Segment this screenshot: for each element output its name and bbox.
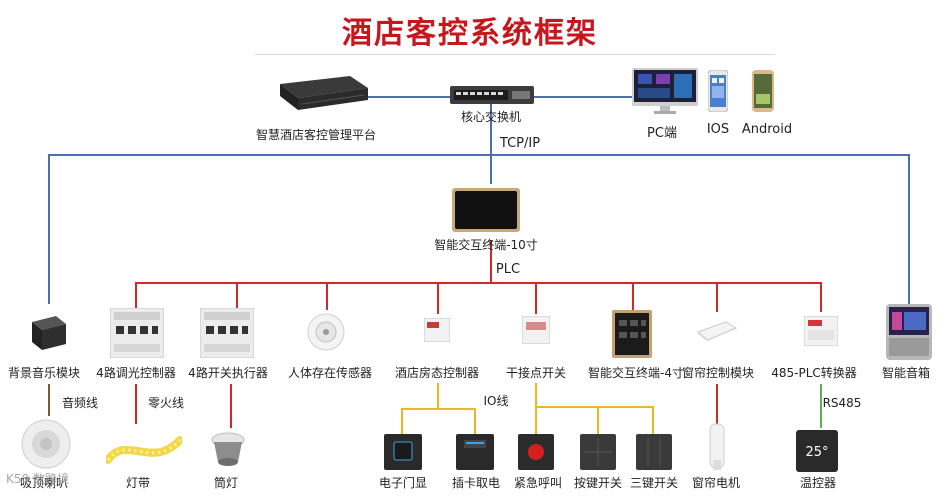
plc-drop-sensor (326, 282, 328, 310)
light-strip-icon (106, 436, 182, 464)
link-network-speaker (908, 154, 910, 304)
bottom-label-three-key: 三键开关 (629, 476, 679, 490)
presence-sensor-icon (307, 313, 345, 351)
io-dry-b (597, 406, 599, 434)
smart-speaker-icon (886, 304, 932, 360)
core-switch-label: 核心交换机 (460, 110, 522, 124)
device-label-audio: 背景音乐模块 (7, 366, 81, 380)
downlight-icon (211, 432, 245, 466)
link-audio-ceiling (48, 384, 50, 416)
pc-label: PC端 (647, 126, 677, 141)
curtain-module-icon (696, 321, 738, 342)
device-label-speaker: 智能音箱 (881, 366, 931, 380)
card-power-icon (456, 434, 494, 470)
title-divider (255, 54, 775, 55)
bottom-label-ceiling: 吸顶喇叭 (19, 476, 69, 490)
svg-text:25°: 25° (805, 445, 828, 460)
dry-contact-icon (522, 316, 550, 344)
io-room-bar (401, 408, 476, 410)
link-terminal-plc (490, 240, 492, 282)
plc-drop-dimmer (135, 282, 137, 310)
rs485-converter-icon (804, 316, 838, 346)
link-platform-switch (366, 96, 452, 98)
terminal-4-icon (612, 310, 652, 358)
tcpip-label: TCP/IP (499, 136, 541, 151)
door-display-icon (384, 434, 422, 470)
watermark: K50 数跨境 (6, 472, 69, 486)
room-controller-icon (424, 318, 450, 342)
ceiling-speaker-icon (21, 419, 71, 469)
ios-phone-icon (708, 70, 728, 112)
bottom-label-strip: 灯带 (125, 476, 151, 490)
bottom-label-door: 电子门显 (378, 476, 428, 490)
terminal-10-label: 智能交互终端-10寸 (434, 238, 538, 252)
android-label: Android (741, 122, 793, 137)
device-label-dry: 干接点开关 (505, 366, 567, 380)
emergency-call-icon (518, 434, 554, 470)
plc-bus (135, 282, 821, 284)
curtain-motor-icon (709, 423, 725, 470)
plc-drop-t4 (632, 282, 634, 310)
io-dry-stem (535, 383, 537, 407)
device-label-dimmer: 4路调光控制器 (96, 366, 176, 380)
diagram-title: 酒店客控系统框架 (342, 16, 598, 51)
plc-drop-curtain (716, 282, 718, 312)
bottom-label-thermostat: 温控器 (799, 476, 837, 490)
device-label-485: 485-PLC转换器 (771, 366, 857, 380)
android-phone-icon (752, 70, 774, 112)
link-network-audio (48, 154, 50, 304)
io-line-label: IO线 (483, 394, 509, 408)
rs485-label: RS485 (822, 396, 862, 410)
io-dry-a (535, 406, 537, 434)
plc-drop-room (437, 282, 439, 314)
io-dry-bar (535, 406, 654, 408)
link-485-thermostat (820, 384, 822, 428)
bottom-label-motor: 窗帘电机 (691, 476, 741, 490)
link-exec-downlight (230, 384, 232, 428)
bottom-label-card: 插卡取电 (451, 476, 501, 490)
device-label-curtain: 窗帘控制模块 (681, 366, 755, 380)
io-room-stem (437, 383, 439, 409)
link-switch-down (490, 104, 492, 154)
bottom-label-downlight: 筒灯 (213, 476, 239, 490)
key-switch-icon (580, 434, 616, 470)
io-room-left (401, 408, 403, 434)
three-key-switch-icon (636, 434, 672, 470)
link-network-terminal (490, 154, 492, 184)
dimmer-controller-icon (110, 308, 164, 358)
io-room-right (474, 408, 476, 434)
bottom-label-key: 按键开关 (573, 476, 623, 490)
plc-label: PLC (495, 262, 521, 277)
link-dimmer-strip (135, 384, 137, 424)
device-label-sensor: 人体存在传感器 (287, 366, 373, 380)
switch-executor-icon (200, 308, 254, 358)
thermostat-icon: 25° (796, 430, 838, 472)
network-bus (48, 154, 910, 156)
plc-drop-switch-exec (236, 282, 238, 310)
pc-monitor-icon (632, 68, 698, 114)
bottom-label-emergency: 紧急呼叫 (513, 476, 563, 490)
device-label-terminal4: 智能交互终端-4寸 (588, 366, 684, 380)
device-label-room: 酒店房态控制器 (394, 366, 480, 380)
platform-label: 智慧酒店客控管理平台 (255, 128, 377, 142)
audio-module-icon (32, 316, 66, 350)
ios-label: IOS (706, 122, 730, 137)
server-platform-icon (280, 76, 368, 110)
device-label-executor: 4路开关执行器 (188, 366, 268, 380)
core-switch-icon (450, 86, 534, 104)
plc-drop-dry (535, 282, 537, 314)
plc-drop-485 (820, 282, 822, 312)
terminal-10-icon (452, 188, 520, 232)
link-switch-clients (532, 96, 632, 98)
link-curtain-motor (716, 384, 718, 424)
audio-line-label: 音频线 (61, 396, 99, 410)
io-dry-c (652, 406, 654, 434)
fire-line-label: 零火线 (147, 396, 185, 410)
